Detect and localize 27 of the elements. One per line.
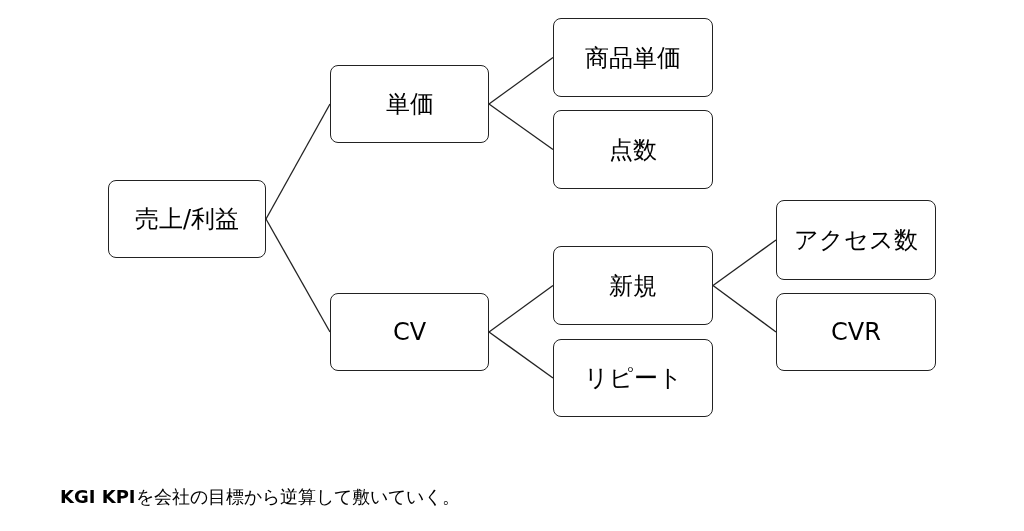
tree-box: [553, 110, 713, 189]
tree-box: [776, 200, 936, 280]
connector-line: [488, 56, 554, 105]
connector-line: [712, 284, 777, 333]
tree-box: [553, 18, 713, 97]
connector-line: [488, 331, 554, 379]
tree-box: [553, 246, 713, 325]
node-label: CVR: [831, 317, 881, 347]
tree-box: [330, 65, 489, 143]
tree-box: [776, 293, 936, 371]
node-label: CV: [392, 317, 427, 347]
connector-line: [265, 218, 331, 333]
tree-box: [330, 293, 489, 371]
node-label: 新規: [609, 270, 657, 301]
connector-line: [488, 284, 554, 333]
connector-line: [712, 239, 777, 287]
connector-line: [265, 103, 331, 220]
connector-line: [488, 103, 554, 151]
node-label: リピート: [583, 363, 683, 393]
node-label: 単価: [385, 89, 434, 119]
caption: KGI KPIを会社の目標から逆算して敷いていく。: [60, 485, 460, 509]
node-label: 商品単価: [585, 42, 681, 73]
node-label: 売上/利益: [134, 204, 240, 234]
tree-box: [553, 339, 713, 417]
node-label: アクセス数: [794, 225, 918, 255]
tree-box: [108, 180, 266, 258]
node-label: 点数: [609, 134, 657, 165]
